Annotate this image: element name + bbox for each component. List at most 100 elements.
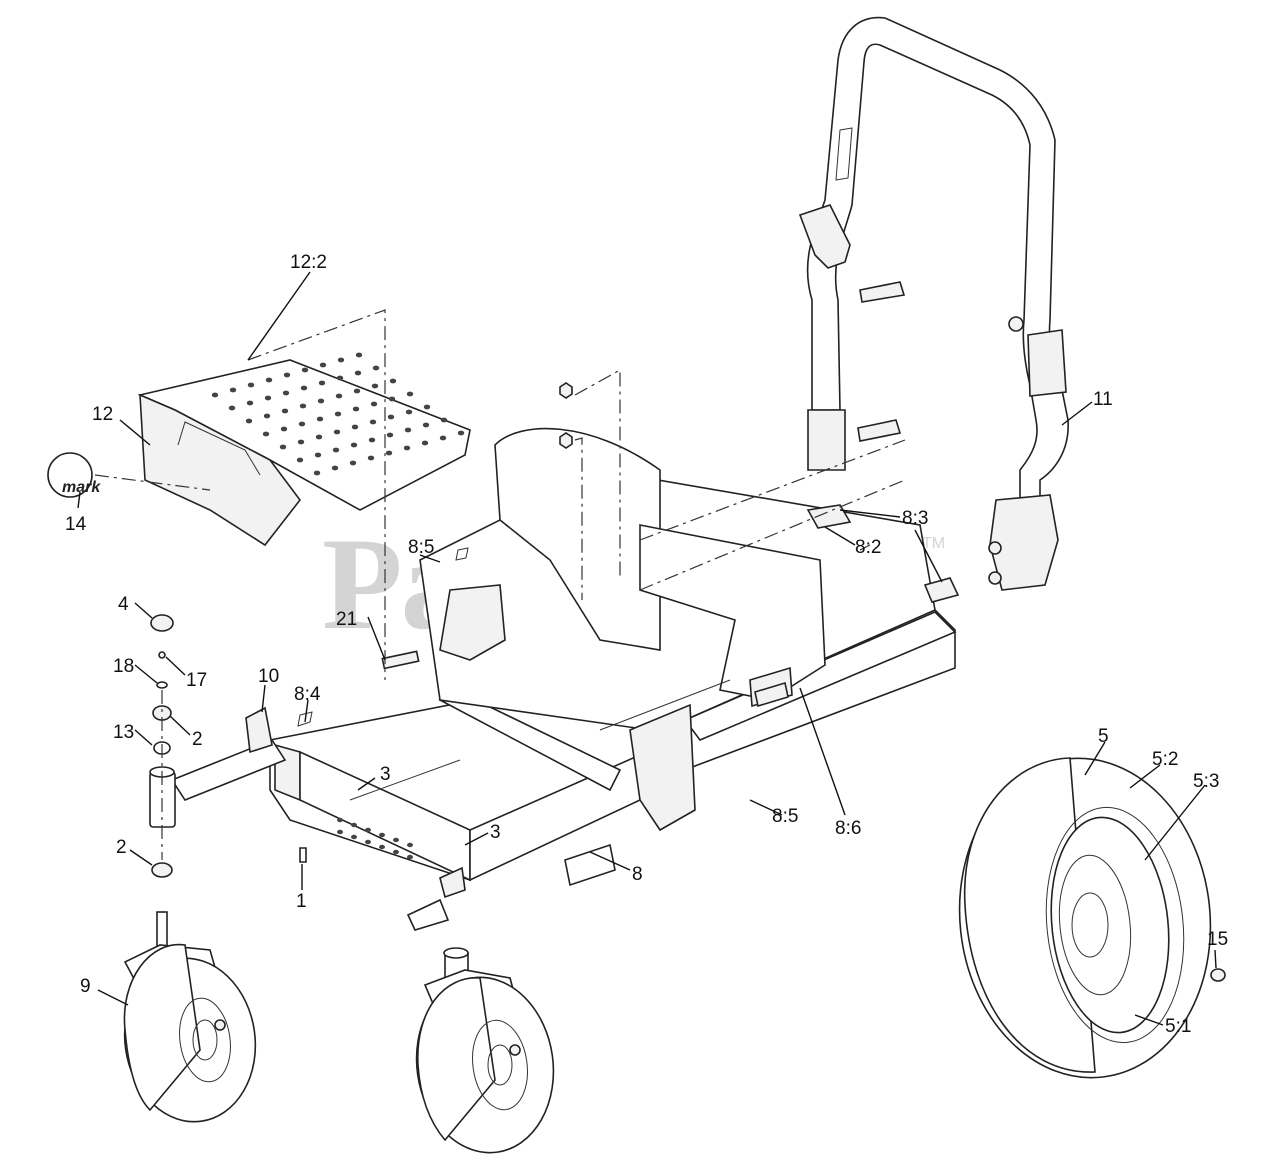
callout-5-1: 5:1 [1165,1016,1191,1037]
caster-wheel-right [415,969,555,1154]
plate-hole [440,417,448,423]
frame-hole [393,837,399,843]
plate-hole [457,430,465,436]
plate-hole [336,375,344,381]
plate-hole [351,424,359,430]
callout-8-5-top: 8:5 [408,537,434,558]
plate-hole [247,382,255,388]
plate-hole [283,372,291,378]
plate-hole [281,408,289,414]
callout-1: 1 [296,891,307,912]
callout-12-2: 12:2 [290,252,327,273]
plate-hole [265,377,273,383]
frame-hole [379,844,385,850]
plate-hole [334,411,342,417]
plate-hole [369,419,377,425]
frame-holes [337,817,413,860]
plate-hole [406,391,414,397]
plate-hole [370,401,378,407]
foot-plate [137,359,471,547]
callout-13: 13 [113,722,134,743]
plate-hole [211,392,219,398]
plate-hole [349,460,357,466]
callout-5-3: 5:3 [1193,771,1219,792]
callout-3-left: 3 [380,764,391,785]
callout-9: 9 [80,976,91,997]
callout-10: 10 [258,666,279,687]
plate-hole [262,431,270,437]
callout-8-4: 8:4 [294,684,321,705]
small-hardware [297,382,1226,982]
plate-hole [314,452,322,458]
exmark-logo: mark [47,452,101,498]
plate-hole [315,434,323,440]
plate-hole [385,450,393,456]
frame-hole [351,834,357,840]
plate-hole [354,370,362,376]
plate-hole [319,362,327,368]
chassis-frame [269,427,957,887]
callout-2-lower: 2 [116,837,127,858]
plate-hole [337,357,345,363]
callout-17: 17 [186,670,207,691]
callout-12: 12 [92,404,113,425]
callout-5-2: 5:2 [1152,749,1178,770]
plate-hole [403,445,411,451]
plate-hole [389,378,397,384]
plate-hole [386,432,394,438]
plate-hole [352,406,360,412]
plate-hole [246,400,254,406]
callout-15: 15 [1207,929,1228,950]
callout-8-3: 8:3 [902,508,928,529]
frame-hole [365,827,371,833]
plate-hole [280,426,288,432]
plate-hole [368,437,376,443]
plate-hole [388,396,396,402]
callout-18: 18 [113,656,134,677]
frame-hole [351,822,357,828]
callout-8: 8 [632,864,643,885]
callout-11: 11 [1093,389,1113,410]
plate-hole [421,440,429,446]
plate-hole [228,405,236,411]
caster-wheel-left [123,943,257,1123]
frame-hole [407,842,413,848]
frame-hole [379,832,385,838]
plate-hole [313,470,321,476]
callout-4: 4 [118,594,129,615]
callout-8-6: 8:6 [835,818,861,839]
plate-hole [300,385,308,391]
frame-hole [407,854,413,860]
plate-hole [422,422,430,428]
plate-hole [387,414,395,420]
plate-hole [299,403,307,409]
plate-hole [331,465,339,471]
svg-text:mark: mark [62,479,101,496]
roll-bar [798,16,1069,591]
plate-hole [439,435,447,441]
callout-21: 21 [336,609,357,630]
plate-hole [350,442,358,448]
frame-hole [337,829,343,835]
plate-hole [279,444,287,450]
callout-14: 14 [65,514,87,535]
plate-hole [297,439,305,445]
drive-tire [958,757,1212,1079]
callout-3-right: 3 [490,822,501,843]
plate-hole [245,418,253,424]
plate-hole [367,455,375,461]
plate-hole [263,413,271,419]
frame-hole [365,839,371,845]
plate-hole [371,383,379,389]
plate-hole [317,398,325,404]
watermark-trademark: TM [922,535,945,552]
plate-hole [405,409,413,415]
callout-8-2: 8:2 [855,537,881,558]
plate-hole [282,390,290,396]
leader-lines [77,271,1217,1026]
frame-hole [337,817,343,823]
plate-hole [301,367,309,373]
bumpers [245,706,466,899]
frame-hole [393,849,399,855]
